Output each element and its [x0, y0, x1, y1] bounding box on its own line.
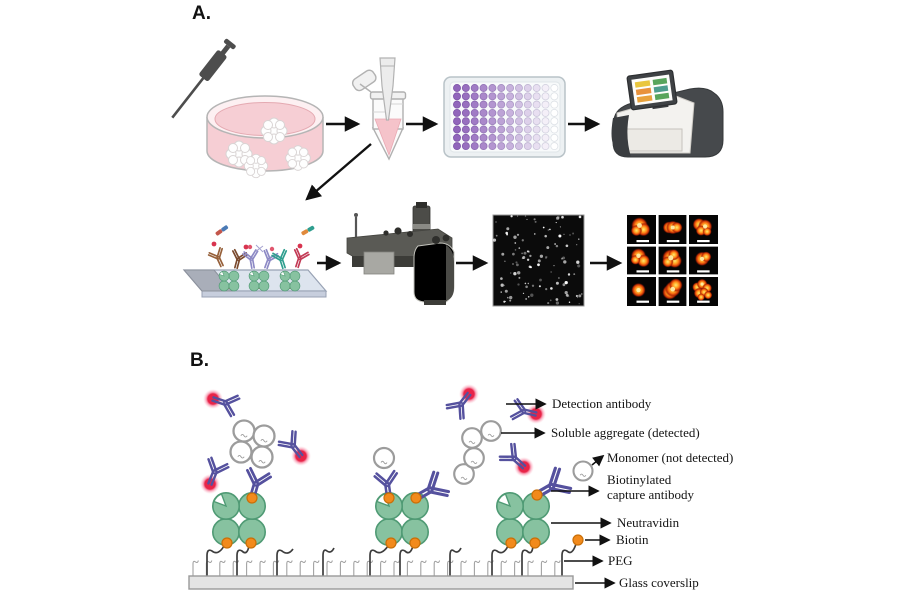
biotin-icon	[531, 489, 543, 501]
peg-lawn-biotinylated	[206, 543, 577, 576]
aggregate-gallery	[627, 215, 718, 306]
biotin-icon	[221, 537, 233, 549]
soluble-aggregate-icon	[229, 419, 276, 469]
label-glass-coverslip: Glass coverslip	[619, 575, 699, 590]
microscope-icon	[346, 202, 455, 305]
label-biotin: Biotin	[616, 532, 649, 547]
mini-antibody-icon	[207, 246, 230, 270]
capture-site-icon	[207, 225, 249, 292]
biotin-icon	[383, 492, 395, 504]
neutravidin-icon	[212, 491, 267, 547]
single-molecule-image	[492, 214, 585, 307]
label-soluble-aggregate: Soluble aggregate (detected)	[551, 425, 700, 440]
monomer-icon	[372, 446, 396, 470]
callout-arrows	[501, 398, 616, 589]
biotin-icon	[246, 492, 258, 504]
monomer-icon	[572, 460, 594, 482]
label-detection-antibody: Detection antibody	[552, 396, 652, 411]
biotin-icon	[505, 537, 517, 549]
microplate-wells	[453, 84, 559, 151]
label-neutravidin: Neutravidin	[617, 515, 680, 530]
gallery-cells	[630, 217, 713, 303]
plate-reader-screen	[626, 69, 678, 111]
label-biotinylated-line2: capture antibody	[607, 487, 694, 502]
panel-a-label: A.	[192, 3, 211, 24]
panel-a: A.	[171, 3, 724, 307]
arrow-tube-to-slide	[305, 143, 372, 201]
free-detection-antibody	[509, 397, 546, 426]
biotin-icon	[385, 537, 397, 549]
label-monomer: Monomer (not detected)	[607, 450, 733, 465]
biotin-icon	[529, 537, 541, 549]
mini-antibody-icon	[270, 248, 292, 272]
mini-antibody-icon	[258, 248, 280, 272]
gallery-grid-lines	[627, 215, 718, 306]
label-peg: PEG	[608, 553, 633, 568]
biotin-icon	[409, 537, 421, 549]
arrow-monomer	[591, 454, 605, 467]
biotin-icon	[245, 537, 257, 549]
mini-antibody-icon	[289, 247, 311, 271]
biotin-icon	[572, 534, 584, 546]
peg-plain	[449, 547, 462, 576]
panel-b-label: B.	[190, 350, 209, 371]
pipette-tip-icon	[379, 57, 396, 121]
mini-antibody-icon	[241, 248, 262, 271]
capture-site-icon	[241, 244, 280, 292]
capture-complex-aggregate-left	[198, 387, 311, 549]
assay-slide-icon	[182, 225, 328, 298]
pipette-icon	[171, 38, 236, 119]
neutravidin-icon	[495, 491, 551, 547]
sample-tube-icon	[351, 57, 407, 161]
plate-reader-icon	[611, 69, 724, 158]
panel-b: B.	[188, 350, 733, 590]
culture-dish-icon	[171, 38, 324, 179]
speckle-field	[492, 215, 583, 305]
peg-plain	[322, 547, 335, 576]
capture-site-icon	[270, 225, 315, 292]
peg-lawn-short	[192, 560, 561, 576]
glass-coverslip	[188, 575, 574, 590]
soluble-aggregate-icon	[453, 420, 502, 485]
microplate-icon	[443, 76, 566, 158]
label-biotinylated-line1: Biotinylated	[607, 472, 672, 487]
biotin-icon	[410, 492, 422, 504]
organoid-icon	[225, 117, 311, 179]
